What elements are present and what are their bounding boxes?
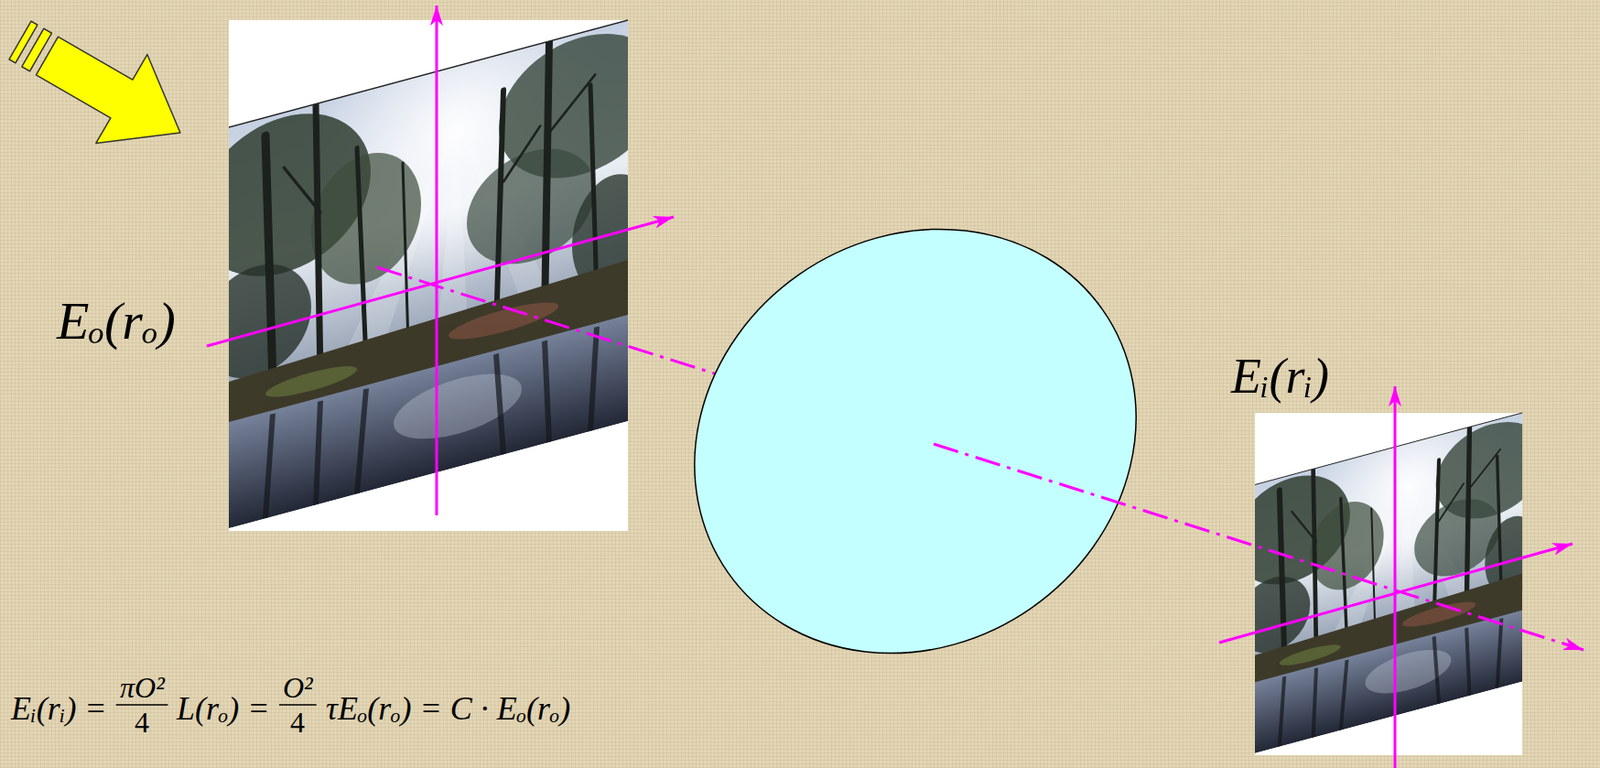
optical-axis <box>377 267 724 377</box>
image-plane-photo <box>1233 345 1547 759</box>
formula-numerator: O² <box>282 672 314 703</box>
object-irradiance-label: Eₒ(rₒ) <box>56 294 176 348</box>
formula-denominator: 4 <box>134 707 150 737</box>
fraction-bar <box>116 703 169 706</box>
arrow-body <box>21 11 206 178</box>
image-y-axis <box>1394 386 1397 768</box>
formula-term: L(rₒ) = <box>176 691 271 725</box>
object-y-axis <box>435 5 439 516</box>
formula-term: τEₒ(rₒ) = C · Eₒ(rₒ) <box>325 691 571 725</box>
object-x-axis <box>206 216 674 346</box>
formula-term: Eᵢ(rᵢ) = <box>10 691 108 725</box>
fraction-bar <box>279 703 317 706</box>
illumination-arrow <box>0 0 206 177</box>
image-irradiance-label: Eᵢ(rᵢ) <box>1231 351 1330 401</box>
lens <box>611 143 1220 739</box>
formula-numerator: πO² <box>119 672 165 703</box>
image-x-axis <box>1219 543 1573 643</box>
optical-axis <box>933 443 1584 650</box>
object-plane-photo <box>196 0 664 537</box>
formula-denominator: 4 <box>290 707 305 737</box>
